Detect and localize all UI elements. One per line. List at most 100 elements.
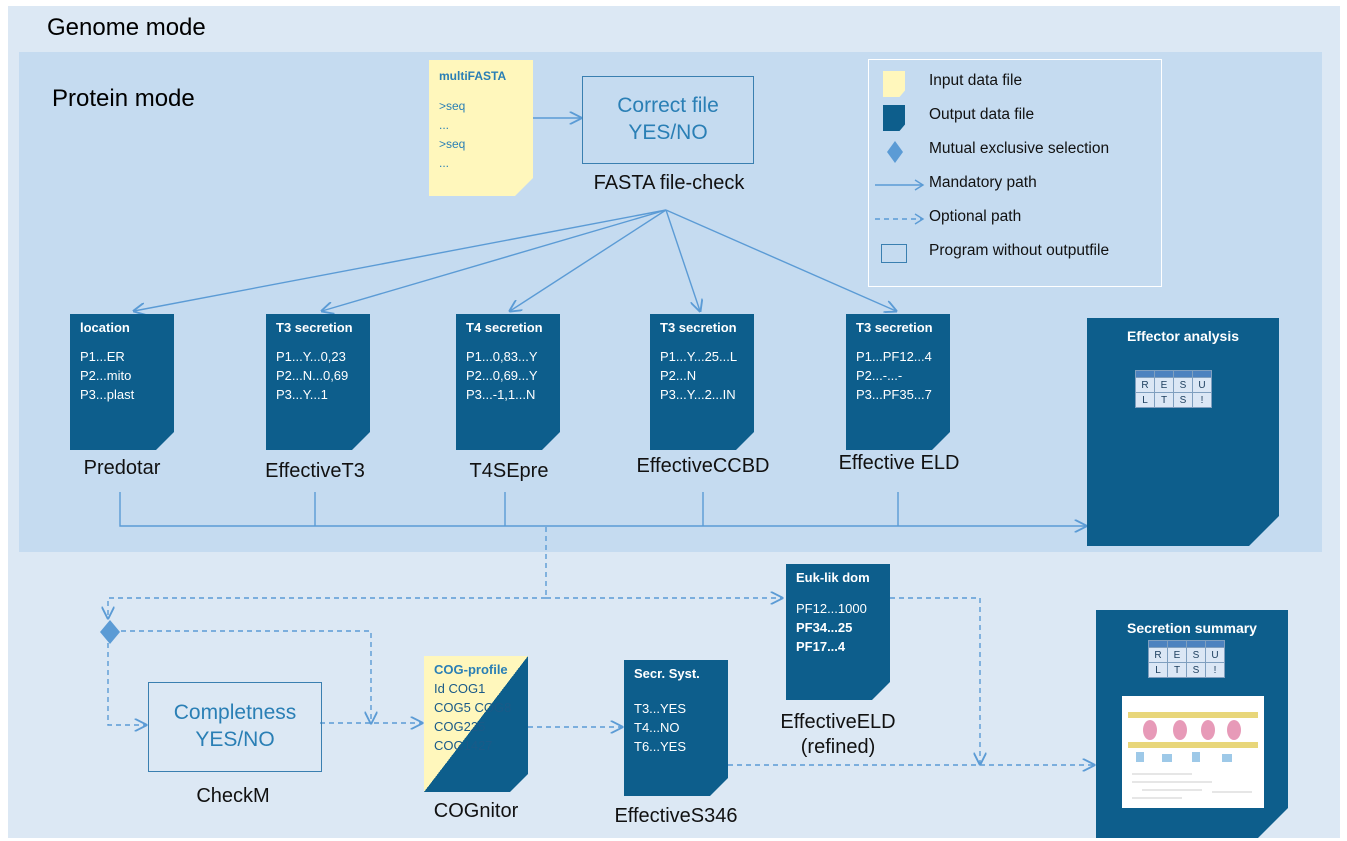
doc-line: P2...0,69...Y (466, 368, 538, 383)
doc-title: Secr. Syst. (634, 666, 700, 681)
result-cell: T (1155, 393, 1174, 408)
result-cell: R (1149, 648, 1168, 663)
doc-line: P3...PF35...7 (856, 387, 932, 402)
doc-title: T4 secretion (466, 320, 543, 335)
doc-line: P1...Y...25...L (660, 349, 738, 364)
input-file-icon (883, 71, 905, 97)
doc-title: T3 secretion (856, 320, 933, 335)
input-file-title: multiFASTA (439, 69, 507, 83)
doc-line: COG1427 (434, 738, 493, 753)
result-cell: U (1206, 648, 1225, 663)
arrow-to-effective-eld (665, 209, 896, 311)
arrow-to-predotar (134, 209, 667, 311)
doc-line: P3...plast (80, 387, 135, 402)
arrow-to-effector-analysis (119, 492, 1086, 526)
cognitor-output: COG-profile Id COG1 COG5 COG8 COG225 COG… (424, 656, 528, 792)
doc-lines: P1...PF12...4 P2...-...- P3...PF35...7 (846, 335, 950, 404)
doc-line: COG5 COG8 (434, 700, 512, 715)
effectiveccbd-label: EffectiveCCBD (636, 455, 770, 477)
result-cell: L (1149, 663, 1168, 678)
doc-title: T3 secretion (276, 320, 353, 335)
input-file-lines: >seq ... >seq ... (429, 83, 533, 173)
protein-mode-title: Protein mode (52, 85, 195, 112)
input-line: >seq (439, 99, 466, 113)
result-cell: E (1155, 378, 1174, 393)
fasta-check-box: Correct file YES/NO (582, 76, 754, 164)
effectivet3-label: EffectiveT3 (265, 460, 365, 482)
doc-line: P1...PF12...4 (856, 349, 932, 364)
label-line: EffectiveELD (780, 711, 896, 733)
checkm-line2: YES/NO (195, 728, 275, 751)
doc-lines: P1...Y...25...L P2...N P3...Y...2...IN (650, 335, 754, 404)
doc-line: PF17...4 (796, 639, 846, 654)
doc-line: P3...Y...1 (276, 387, 328, 402)
result-cell: T (1168, 663, 1187, 678)
checkm-box: Completness YES/NO (148, 682, 322, 772)
doc-lines: PF12...1000 PF34...25 PF17...4 (786, 585, 890, 656)
doc-line: P1...Y...0,23 (276, 349, 346, 364)
result-cell: S (1174, 393, 1193, 408)
doc-line: T6...YES (634, 739, 687, 754)
doc-title: T3 secretion (660, 320, 737, 335)
doc-line: P2...mito (80, 368, 132, 383)
result-cell: E (1168, 648, 1187, 663)
secretion-summary-title: Secretion summary (1127, 620, 1257, 636)
solid-arrow-icon (875, 179, 925, 191)
label-line: (refined) (800, 736, 876, 758)
doc-line: P2...-...- (856, 368, 903, 383)
input-multifasta-file: multiFASTA >seq ... >seq ... (429, 60, 533, 196)
program-box-icon (881, 244, 907, 263)
arrow-to-t4sepre (510, 209, 667, 311)
doc-line: P2...N (660, 368, 697, 383)
fasta-check-label: FASTA file-check (593, 172, 745, 194)
fasta-check-line2: YES/NO (628, 121, 708, 144)
cognitor-label: COGnitor (433, 800, 519, 822)
result-cell: ! (1206, 663, 1225, 678)
doc-line: P1...0,83...Y (466, 349, 538, 364)
predotar-output: location P1...ER P2...mito P3...plast (70, 314, 174, 450)
doc-title: location (80, 320, 130, 335)
doc-line: PF12...1000 (796, 601, 867, 616)
doc-line: T4...NO (634, 720, 680, 735)
doc-title: Euk-lik dom (796, 570, 870, 585)
mutual-selection-diamond (100, 620, 120, 644)
result-cell: ! (1193, 393, 1212, 408)
doc-line: Id COG1 (434, 681, 486, 696)
effective-eld-output: T3 secretion P1...PF12...4 P2...-...- P3… (846, 314, 950, 450)
effectivet3-output: T3 secretion P1...Y...0,23 P2...N...0,69… (266, 314, 370, 450)
effective-eld-refined-output: Euk-lik dom PF12...1000 PF34...25 PF17..… (786, 564, 890, 700)
doc-line: P2...N...0,69 (276, 368, 349, 383)
result-cell: S (1174, 378, 1193, 393)
effective-s346-output: Secr. Syst. T3...YES T4...NO T6...YES (624, 660, 728, 796)
legend: Input data file Output data file Mutual … (868, 59, 1162, 287)
effectiveccbd-output: T3 secretion P1...Y...25...L P2...N P3..… (650, 314, 754, 450)
result-cell: L (1136, 393, 1155, 408)
cog-profile-title: COG-profile (434, 662, 508, 677)
t4sepre-output: T4 secretion P1...0,83...Y P2...0,69...Y… (456, 314, 560, 450)
doc-lines: P1...0,83...Y P2...0,69...Y P3...-1,1...… (456, 335, 560, 404)
input-line: ... (439, 156, 450, 170)
doc-line: P1...ER (80, 349, 125, 364)
doc-lines: P1...Y...0,23 P2...N...0,69 P3...Y...1 (266, 335, 370, 404)
doc-lines: T3...YES T4...NO T6...YES (624, 681, 728, 756)
effector-analysis-title: Effector analysis (1126, 328, 1240, 344)
dashed-arrow-icon (875, 213, 925, 225)
doc-line: PF34...25 (796, 620, 853, 635)
doc-line: COG225 (434, 719, 486, 734)
effective-eld-label: Effective ELD (838, 452, 960, 474)
doc-line: P3...Y...2...IN (660, 387, 736, 402)
input-line: ... (439, 118, 450, 132)
genome-mode-title: Genome mode (47, 14, 206, 41)
effective-s346-label: EffectiveS346 (614, 805, 738, 827)
optional-path-eld-to-summary (890, 597, 980, 764)
secretion-system-thumbnail (1122, 696, 1264, 808)
result-cell: S (1187, 663, 1206, 678)
effective-eld-refined-label: EffectiveELD (refined) (768, 710, 908, 760)
doc-line: T3...YES (634, 701, 687, 716)
checkm-label: CheckM (196, 785, 270, 807)
